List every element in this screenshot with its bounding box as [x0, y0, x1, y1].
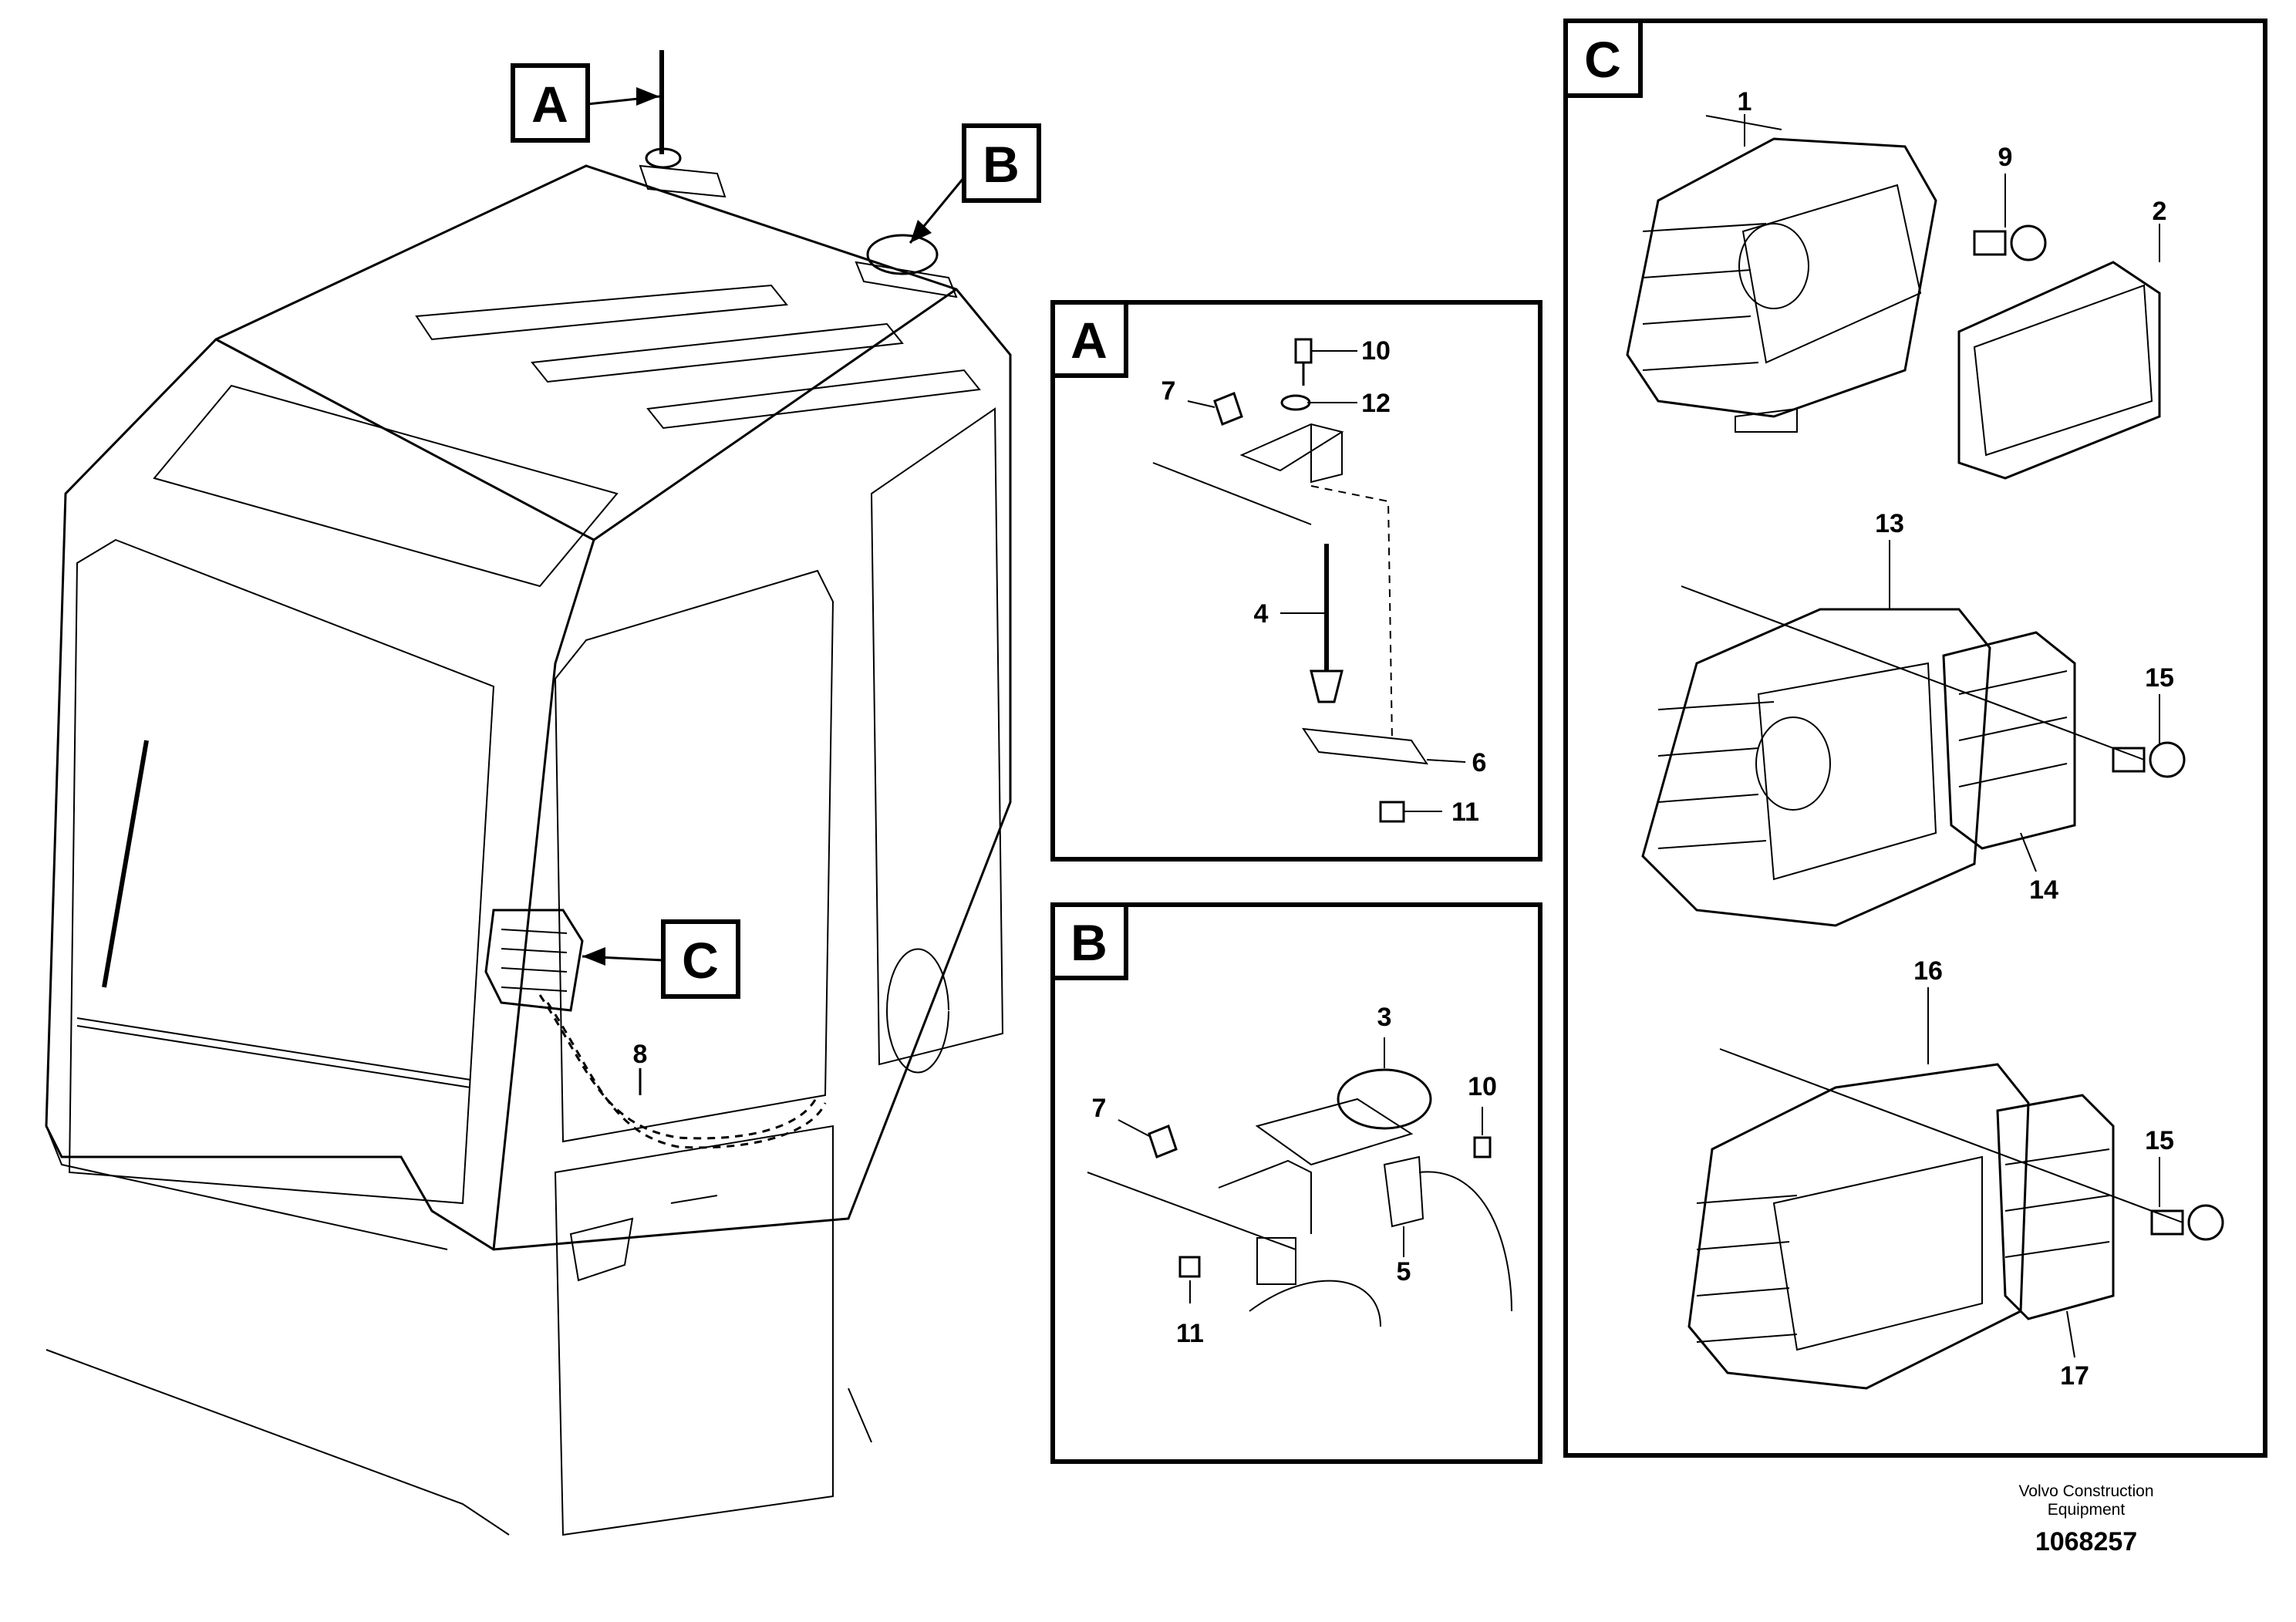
panel-c-callout-cover-top: 2: [2153, 197, 2167, 226]
panel-a-callout-antenna: 4: [1254, 599, 1269, 629]
callout-box-c-label: C: [682, 932, 719, 989]
panel-c-callout-screw-middle: 15: [2145, 663, 2174, 693]
roof-antenna-icon: [639, 50, 727, 198]
arrow-a: [636, 87, 659, 106]
callout-box-c: C: [661, 919, 740, 999]
panel-a-callout-bolt: 10: [1361, 336, 1391, 366]
callout-box-a: A: [511, 63, 590, 143]
detail-panel-a-label: A: [1070, 312, 1108, 369]
footer-company: Volvo Construction Equipment: [1974, 1482, 2198, 1519]
panel-b-callout-nut: 11: [1176, 1319, 1204, 1348]
callout-box-a-label: A: [531, 76, 568, 133]
panel-c-callout-cover-middle: 14: [2029, 875, 2058, 905]
cab-light-unit-icon: [484, 909, 584, 1012]
panel-b-callout-plug: 7: [1092, 1094, 1107, 1123]
panel-b-callout-bolt: 10: [1468, 1072, 1497, 1101]
panel-c-callout-unit-top: 1: [1738, 87, 1752, 116]
panel-b-callout-antenna: 3: [1377, 1003, 1392, 1032]
panel-b-callout-bracket: 5: [1397, 1257, 1411, 1286]
callout-harness: 8: [633, 1040, 648, 1069]
wire-harness-icon: [538, 994, 827, 1149]
panel-a-callout-nut: 11: [1451, 798, 1479, 827]
footer-company-line2: Equipment: [2047, 1501, 2126, 1519]
detail-panel-c-label: C: [1584, 31, 1621, 88]
operator-cab-drawing: [45, 164, 1012, 1536]
footer-company-line1: Volvo Construction: [2018, 1482, 2154, 1500]
detail-panel-b-label: B: [1070, 914, 1108, 971]
panel-a-callout-plug: 7: [1161, 376, 1176, 406]
detail-panel-a: A: [1050, 300, 1542, 862]
screw-middle-icon: [2112, 741, 2186, 778]
footer-drawing-number: 1068257: [2035, 1527, 2138, 1556]
panel-c-callout-unit-bottom: 16: [1913, 956, 1943, 986]
screw-top-icon: [1973, 224, 2047, 261]
panel-a-callout-washer: 12: [1361, 389, 1391, 418]
callout-box-b: B: [962, 123, 1041, 203]
callout-box-b-label: B: [983, 136, 1020, 193]
light-cover-top: [1957, 261, 2161, 480]
panel-c-callout-unit-middle: 13: [1875, 509, 1904, 538]
panel-c-callout-screw-bottom: 15: [2145, 1126, 2174, 1155]
screw-bottom-icon: [2150, 1204, 2224, 1241]
panel-a-callout-plate: 6: [1472, 748, 1487, 777]
light-unit-middle: [1641, 608, 1991, 927]
detail-panel-c: C: [1563, 19, 2267, 1458]
arrow-c: [582, 947, 605, 966]
roof-beacon-icon: [855, 234, 958, 298]
light-cover-middle: [1942, 631, 2076, 850]
light-unit-top: [1626, 137, 1937, 433]
callout-leaders: [582, 95, 966, 1095]
arrow-b: [910, 220, 932, 243]
panel-c-callout-cover-bottom: 17: [2060, 1361, 2089, 1391]
detail-panel-b: B 3 10: [1050, 902, 1542, 1464]
panel-c-callout-screw-top: 9: [1998, 143, 2013, 172]
